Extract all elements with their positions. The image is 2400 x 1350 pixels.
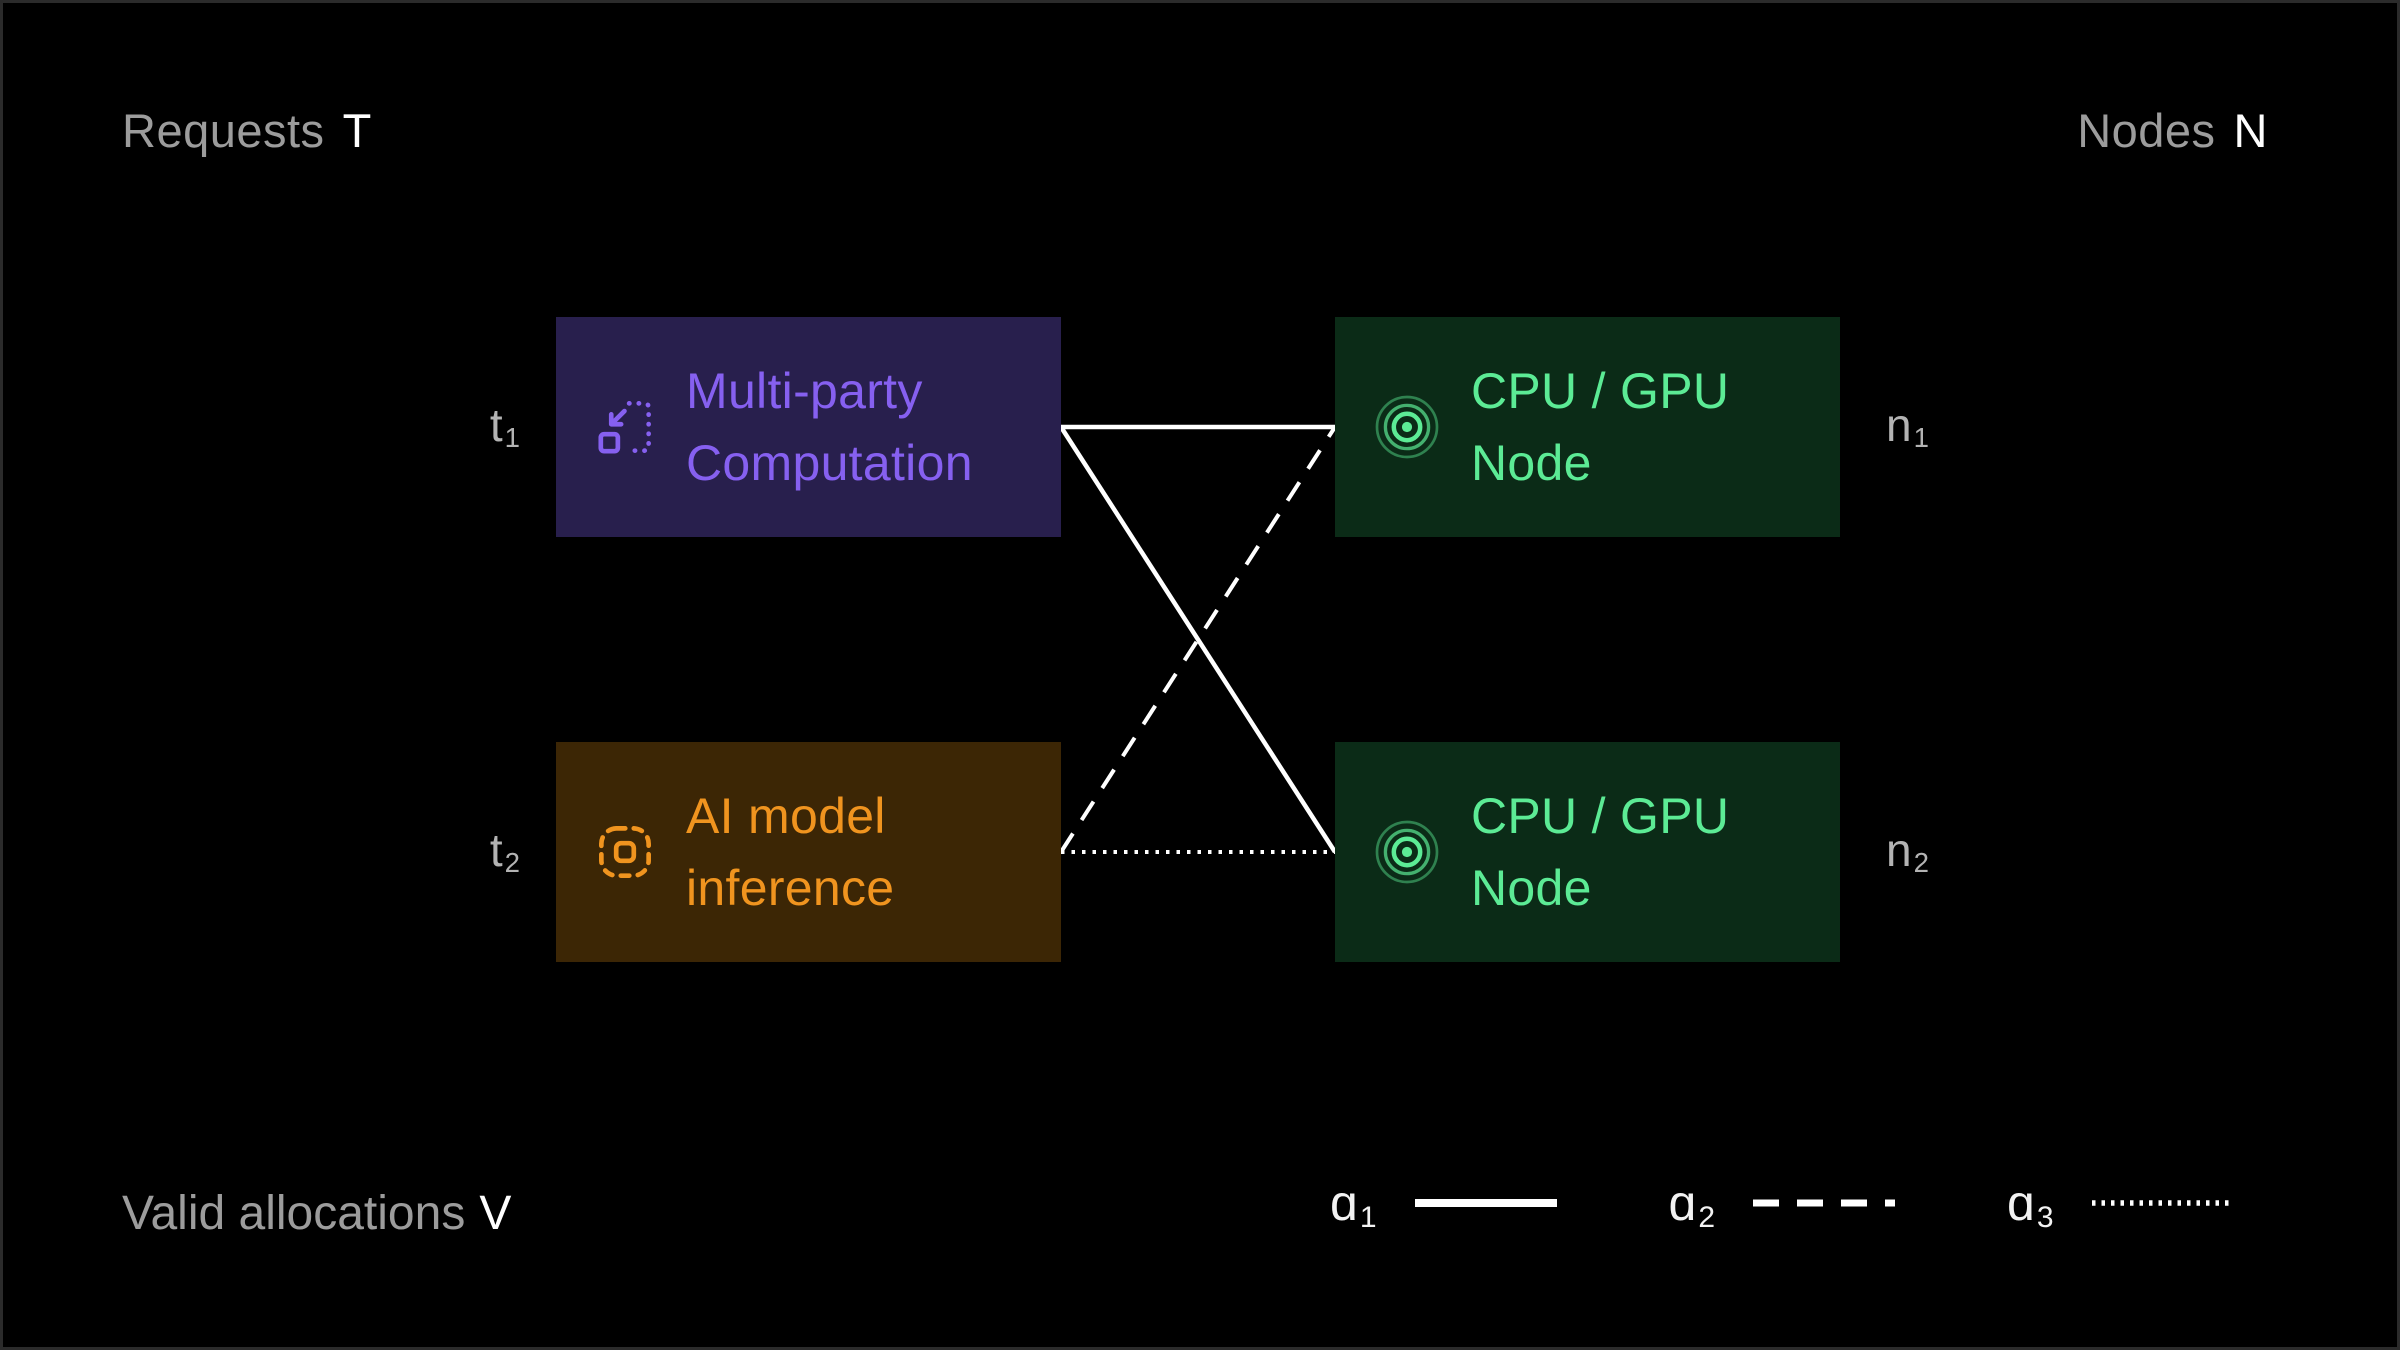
legend-line-solid: [1414, 1199, 1557, 1207]
legend-item-a3: ɑ3: [2007, 1175, 2238, 1234]
node-title-1: CPU / GPU Node: [1471, 363, 1730, 491]
label-n2: n2: [1886, 824, 1929, 879]
request-title-ai: AI model inference: [686, 788, 895, 916]
legend-item-a2: ɑ2: [1668, 1175, 1900, 1234]
node-box-1: CPU / GPU Node: [1335, 317, 1840, 537]
legend-label-a2: ɑ2: [1668, 1175, 1716, 1234]
legend-item-a1: ɑ1: [1330, 1175, 1561, 1234]
legend-line-dashed: [1753, 1199, 1895, 1207]
node-target-icon: [1371, 391, 1443, 463]
node-title-2: CPU / GPU Node: [1471, 788, 1730, 916]
legend-label-a1: ɑ1: [1330, 1175, 1377, 1234]
request-box-mpc: Multi-party Computation: [556, 317, 1061, 537]
request-box-ai-inference: AI model inference: [556, 742, 1061, 962]
valid-allocations-symbol: V: [479, 1187, 512, 1240]
edge-t2-n1-dashed: [1059, 425, 1337, 854]
node-target-icon: [1371, 816, 1443, 888]
ai-inference-icon: [592, 819, 658, 885]
edge-t1-n2-solid: [1059, 425, 1337, 854]
nodes-header: Nodes N: [2077, 103, 2268, 158]
allocation-legend: ɑ1 ɑ2 ɑ3: [1330, 1175, 2238, 1234]
requests-header: Requests T: [122, 103, 372, 158]
nodes-label: Nodes: [2077, 104, 2216, 157]
requests-label: Requests: [122, 104, 325, 157]
label-t2: t2: [489, 824, 520, 879]
node-box-2: CPU / GPU Node: [1335, 742, 1840, 962]
label-t1: t1: [489, 399, 520, 454]
requests-symbol: T: [342, 104, 372, 157]
legend-line-dotted: [2091, 1200, 2234, 1206]
legend-label-a3: ɑ3: [2007, 1175, 2054, 1234]
nodes-symbol: N: [2233, 104, 2268, 157]
label-n1: n1: [1886, 399, 1929, 454]
mpc-icon: [592, 394, 658, 460]
request-title-mpc: Multi-party Computation: [686, 363, 973, 491]
